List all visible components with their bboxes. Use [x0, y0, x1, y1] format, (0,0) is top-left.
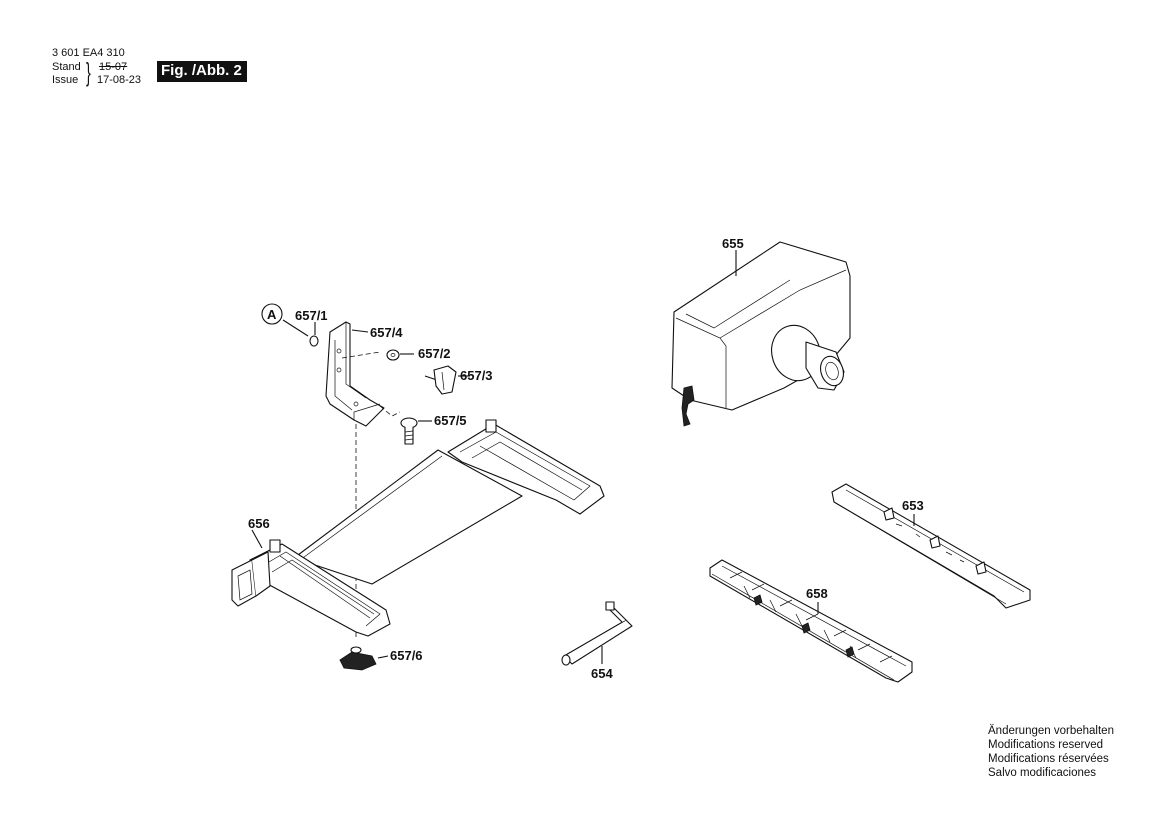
modification-notes: Änderungen vorbehalten Modifications res…: [988, 724, 1114, 780]
part-655-dust-bag: 655: [671, 236, 851, 427]
callout-657-2: 657/2: [418, 346, 451, 361]
stand-date-old: 15-07: [99, 61, 128, 73]
figure-badge: Fig. /Abb. 2: [157, 61, 247, 82]
part-653-rail: 653: [831, 483, 1031, 609]
doc-number: 3 601 EA4 310: [52, 47, 125, 59]
assembly-line-upper: [341, 351, 381, 359]
callout-658: 658: [806, 586, 828, 601]
part-657-6-wing-nut: 657/6: [339, 646, 423, 671]
note-german: Änderungen vorbehalten: [988, 725, 1114, 737]
detail-marker-a: A: [261, 303, 309, 337]
issue-label: Issue: [52, 74, 79, 86]
part-656-table: 656: [231, 419, 605, 637]
callout-655: 655: [722, 236, 744, 251]
note-french: Modifications réservées: [988, 753, 1109, 765]
note-english: Modifications reserved: [988, 739, 1104, 751]
callout-656: 656: [248, 516, 270, 531]
part-657-4-bracket: 657/4: [325, 321, 403, 427]
callout-657-1: 657/1: [295, 308, 328, 323]
callout-654: 654: [591, 666, 613, 681]
stand-label: Stand: [52, 61, 81, 73]
part-657-3-wing-bolt: 657/3: [424, 365, 493, 395]
part-657-2-washer: 657/2: [386, 346, 451, 361]
callout-657-3: 657/3: [460, 368, 493, 383]
callout-657-5: 657/5: [434, 413, 467, 428]
note-spanish: Salvo modificaciones: [988, 767, 1097, 779]
part-657-1-ring: 657/1: [295, 308, 328, 347]
callout-657-4: 657/4: [370, 325, 403, 340]
issue-date: 17-08-23: [97, 74, 142, 86]
part-657-5-carriage-bolt: 657/5: [400, 413, 467, 445]
marker-a-text: A: [267, 307, 277, 322]
part-658-rail: 658: [709, 559, 913, 683]
part-654-hex-key: 654: [561, 601, 633, 681]
callout-653: 653: [902, 498, 924, 513]
brace-icon: }: [85, 57, 91, 87]
callout-657-6: 657/6: [390, 648, 423, 663]
